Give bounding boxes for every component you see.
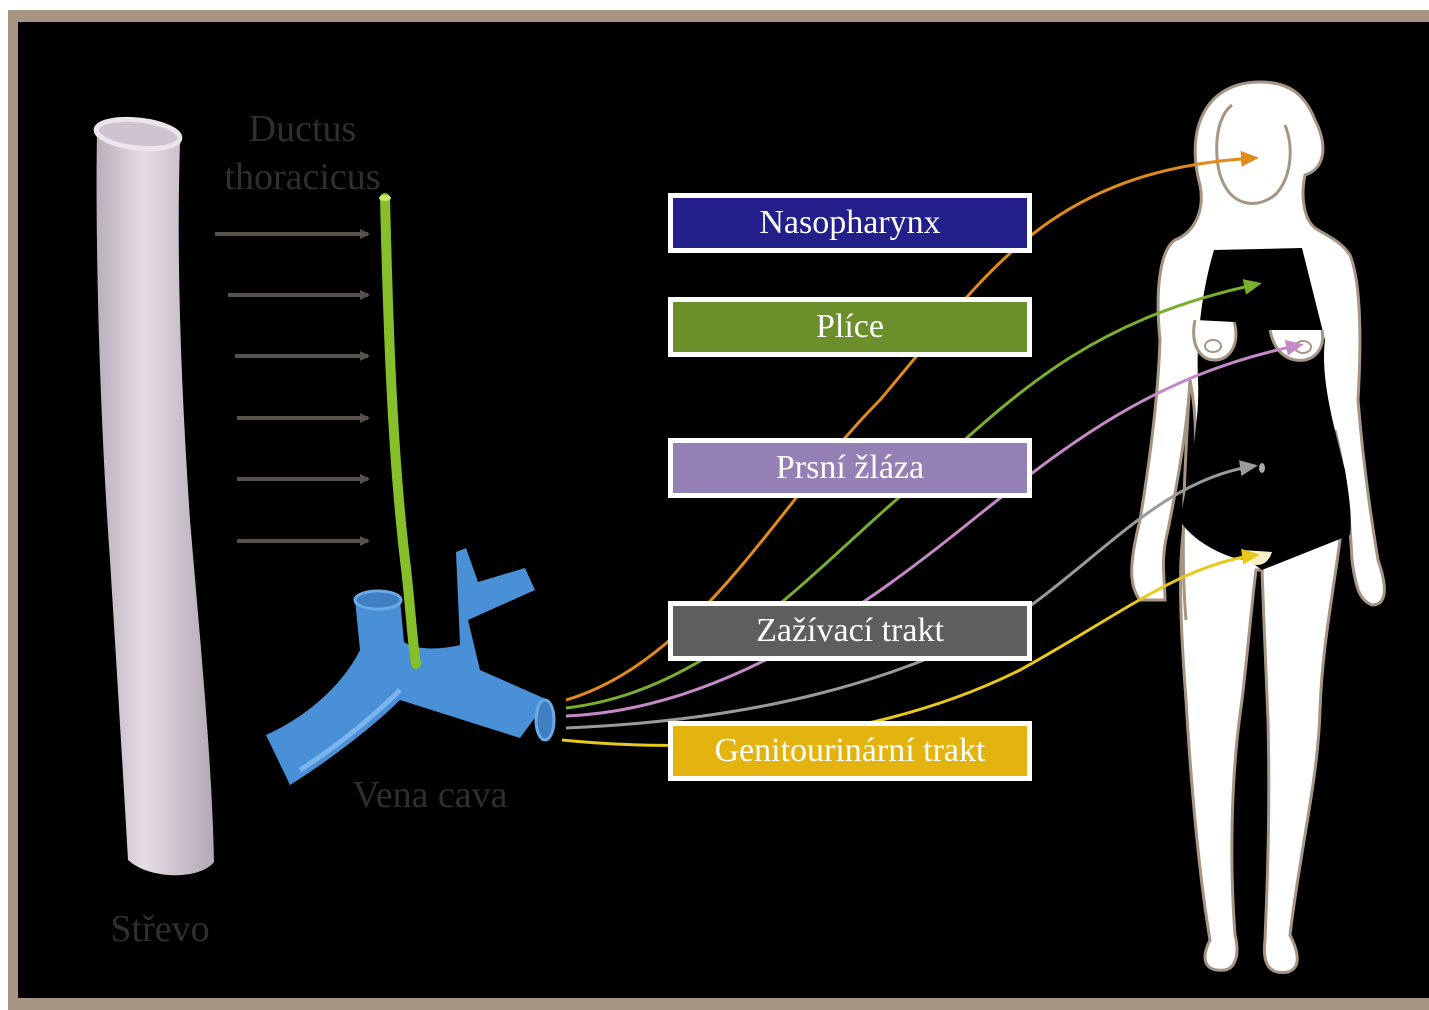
box-prsni-zlaza: Prsní žláza <box>668 438 1032 498</box>
strevo-label: Střevo <box>90 910 230 948</box>
ductus-label-line1: Ductus <box>205 110 400 148</box>
box-genitourinarni-trakt: Genitourinární trakt <box>668 721 1032 781</box>
ductus-label-line2: thoracicus <box>205 158 400 196</box>
box-zazivaci-trakt: Zažívací trakt <box>668 601 1032 661</box>
intestine-tube <box>95 116 214 876</box>
box-plice: Plíce <box>668 297 1032 357</box>
vena-cava-label: Vena cava <box>330 776 530 814</box>
navel <box>1259 463 1265 473</box>
box-nasopharynx: Nasopharynx <box>668 193 1032 253</box>
absorption-arrows <box>215 234 368 541</box>
